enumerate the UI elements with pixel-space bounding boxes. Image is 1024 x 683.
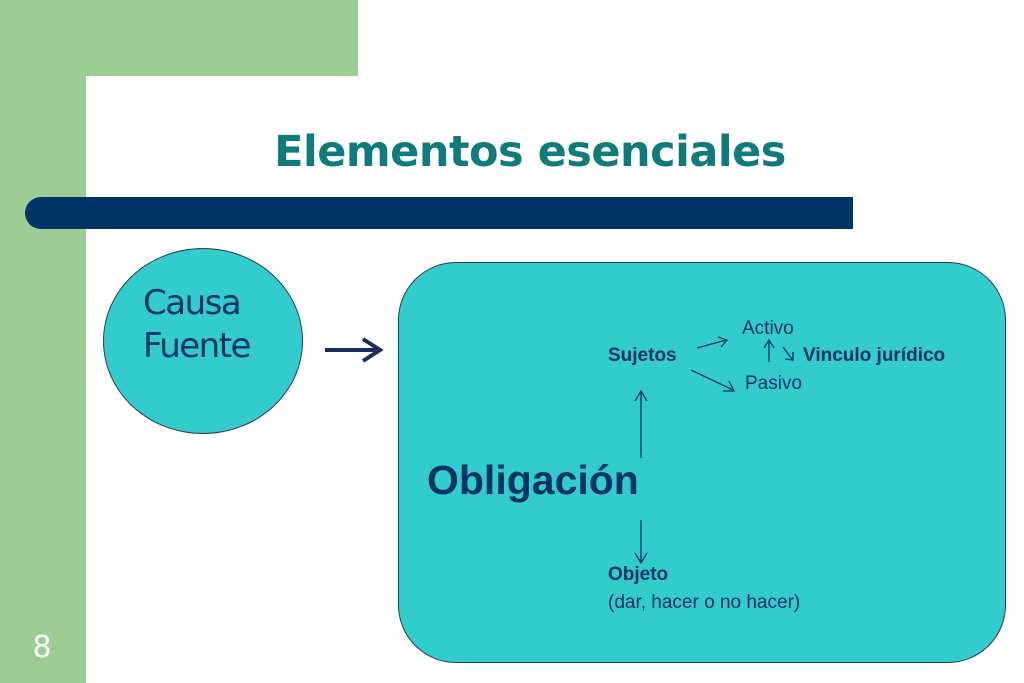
obligacion-to-objeto-arrow (634, 520, 648, 565)
fuente-label: Fuente (143, 326, 251, 366)
objeto-label: Objeto (608, 564, 669, 585)
pasivo-label: Pasivo (745, 373, 803, 394)
obligacion-box (398, 262, 1006, 663)
causa-fuente-circle (103, 248, 303, 434)
sujetos-label: Sujetos (608, 345, 677, 366)
obligacion-label: Obligación (427, 457, 639, 503)
causa-label: Causa (143, 283, 242, 323)
objeto-detail-label: (dar, hacer o no hacer) (608, 592, 801, 613)
slide-number: 8 (32, 630, 52, 665)
vinculo-up-arrow (763, 338, 775, 362)
green-side-band (0, 0, 86, 683)
sujetos-to-activo-arrow (696, 336, 729, 349)
green-top-band (0, 0, 358, 76)
activo-label: Activo (742, 318, 794, 339)
sujetos-to-pasivo-arrow (690, 369, 736, 392)
vinculo-down-arrow (782, 346, 794, 361)
slide-title: Elementos esenciales (274, 127, 786, 177)
vinculo-juridico-label: Vinculo jurídico (803, 345, 946, 366)
title-underline-bar (25, 197, 853, 229)
obligacion-to-sujetos-arrow (634, 389, 648, 458)
causa-to-obligacion-arrow (325, 337, 384, 363)
